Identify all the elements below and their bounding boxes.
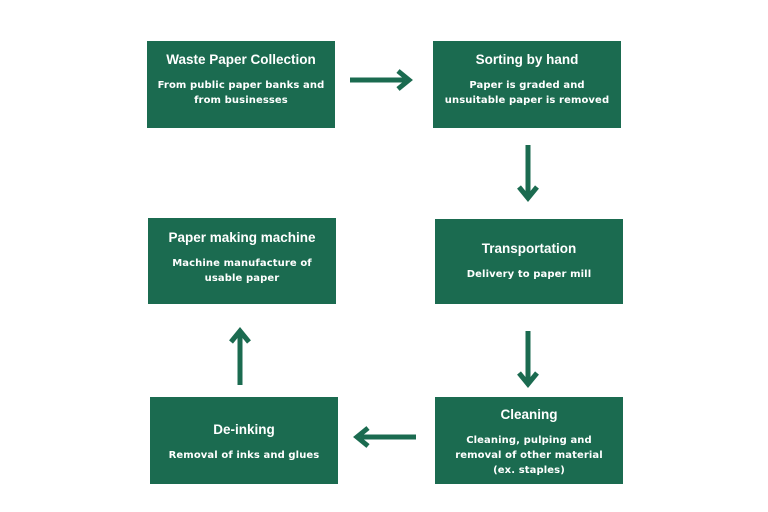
arrow-transportation-to-cleaning xyxy=(517,331,539,388)
step-waste-paper-collection: Waste Paper Collection From public paper… xyxy=(147,41,335,128)
step-de-inking: De-inking Removal of inks and glues xyxy=(150,397,338,484)
step-description-line: Paper is graded and xyxy=(469,80,585,91)
step-title: Transportation xyxy=(481,241,577,256)
step-description-line: Cleaning, pulping and xyxy=(466,435,592,446)
step-description-line: from businesses xyxy=(194,95,288,106)
step-description: Cleaning, pulping and removal of other m… xyxy=(455,433,603,478)
step-sorting-by-hand: Sorting by hand Paper is graded and unsu… xyxy=(433,41,621,128)
step-paper-making-machine: Paper making machine Machine manufacture… xyxy=(148,218,336,304)
step-cleaning: Cleaning Cleaning, pulping and removal o… xyxy=(435,397,623,484)
step-description-line: (ex. staples) xyxy=(493,465,565,476)
step-description: Machine manufacture of usable paper xyxy=(172,256,312,286)
step-transportation: Transportation Delivery to paper mill xyxy=(435,219,623,304)
step-description-line: unsuitable paper is removed xyxy=(444,95,610,106)
arrow-deinking-to-machine xyxy=(229,327,251,385)
step-title: Waste Paper Collection xyxy=(166,52,316,67)
arrow-collection-to-sorting xyxy=(350,69,413,91)
step-description-line: From public paper banks and xyxy=(157,80,325,91)
step-title: De-inking xyxy=(213,422,275,437)
step-title: Paper making machine xyxy=(168,230,316,245)
step-description-line: Delivery to paper mill xyxy=(466,269,592,280)
step-description: From public paper banks and from busines… xyxy=(158,78,325,108)
arrow-cleaning-to-deinking xyxy=(353,426,416,448)
step-title: Cleaning xyxy=(500,407,558,422)
step-title: Sorting by hand xyxy=(475,52,579,67)
step-description-line: usable paper xyxy=(204,273,280,284)
step-description-line: Machine manufacture of xyxy=(172,258,312,269)
step-description: Delivery to paper mill xyxy=(467,267,591,282)
step-description: Paper is graded and unsuitable paper is … xyxy=(445,78,609,108)
step-description: Removal of inks and glues xyxy=(169,448,320,463)
arrow-sorting-to-transportation xyxy=(517,145,539,202)
step-description-line: removal of other material xyxy=(455,450,603,461)
step-description-line: Removal of inks and glues xyxy=(168,450,320,461)
